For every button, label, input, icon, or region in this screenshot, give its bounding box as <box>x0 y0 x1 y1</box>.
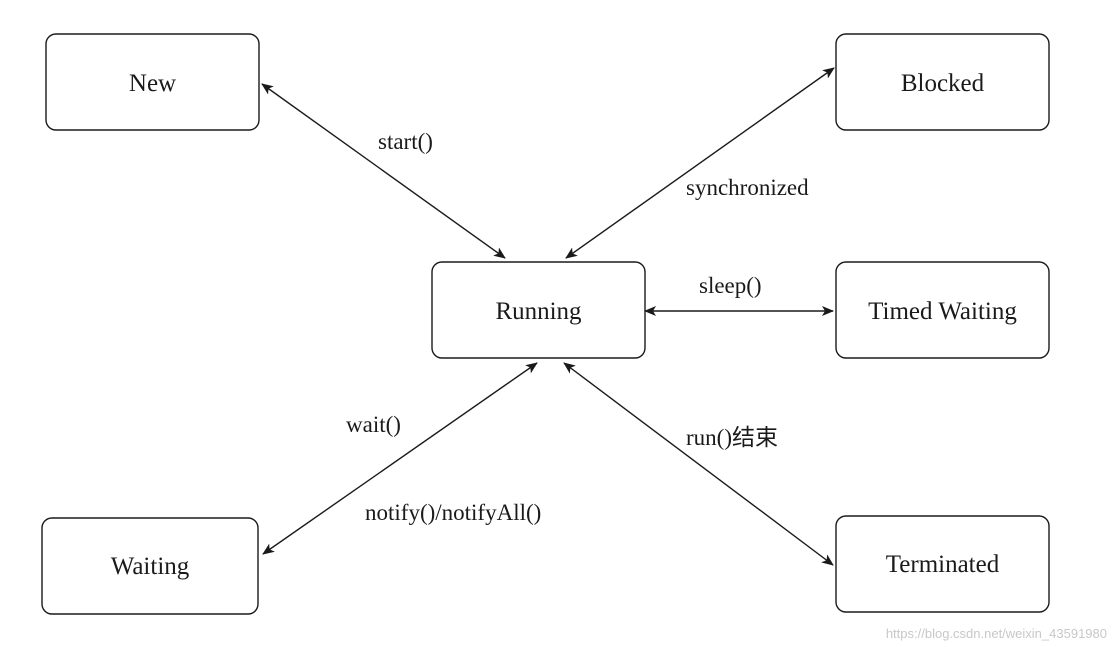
label-notify: notify()/notifyAll() <box>365 500 541 525</box>
watermark: https://blog.csdn.net/weixin_43591980 <box>885 626 1107 641</box>
label-start: start() <box>378 129 433 154</box>
state-terminated-label: Terminated <box>886 551 1000 578</box>
state-running-label: Running <box>495 298 582 325</box>
label-synchronized: synchronized <box>686 175 809 200</box>
state-running: Running <box>431 261 646 359</box>
state-timed-waiting: Timed Waiting <box>835 261 1050 359</box>
edge-waiting-running <box>262 362 538 555</box>
label-wait: wait() <box>346 412 401 437</box>
state-timed-waiting-label: Timed Waiting <box>868 298 1017 325</box>
state-new-label: New <box>129 70 176 97</box>
state-blocked-label: Blocked <box>901 70 985 97</box>
label-run-end: run()结束 <box>686 425 778 450</box>
edge-running-terminated <box>563 362 834 566</box>
state-blocked: Blocked <box>835 33 1050 131</box>
edge-blocked-running <box>565 67 835 259</box>
state-terminated: Terminated <box>835 515 1050 613</box>
label-sleep: sleep() <box>699 273 762 298</box>
state-waiting: Waiting <box>41 517 259 615</box>
state-new: New <box>45 33 260 131</box>
state-waiting-label: Waiting <box>111 553 190 580</box>
edge-new-running <box>261 83 506 259</box>
